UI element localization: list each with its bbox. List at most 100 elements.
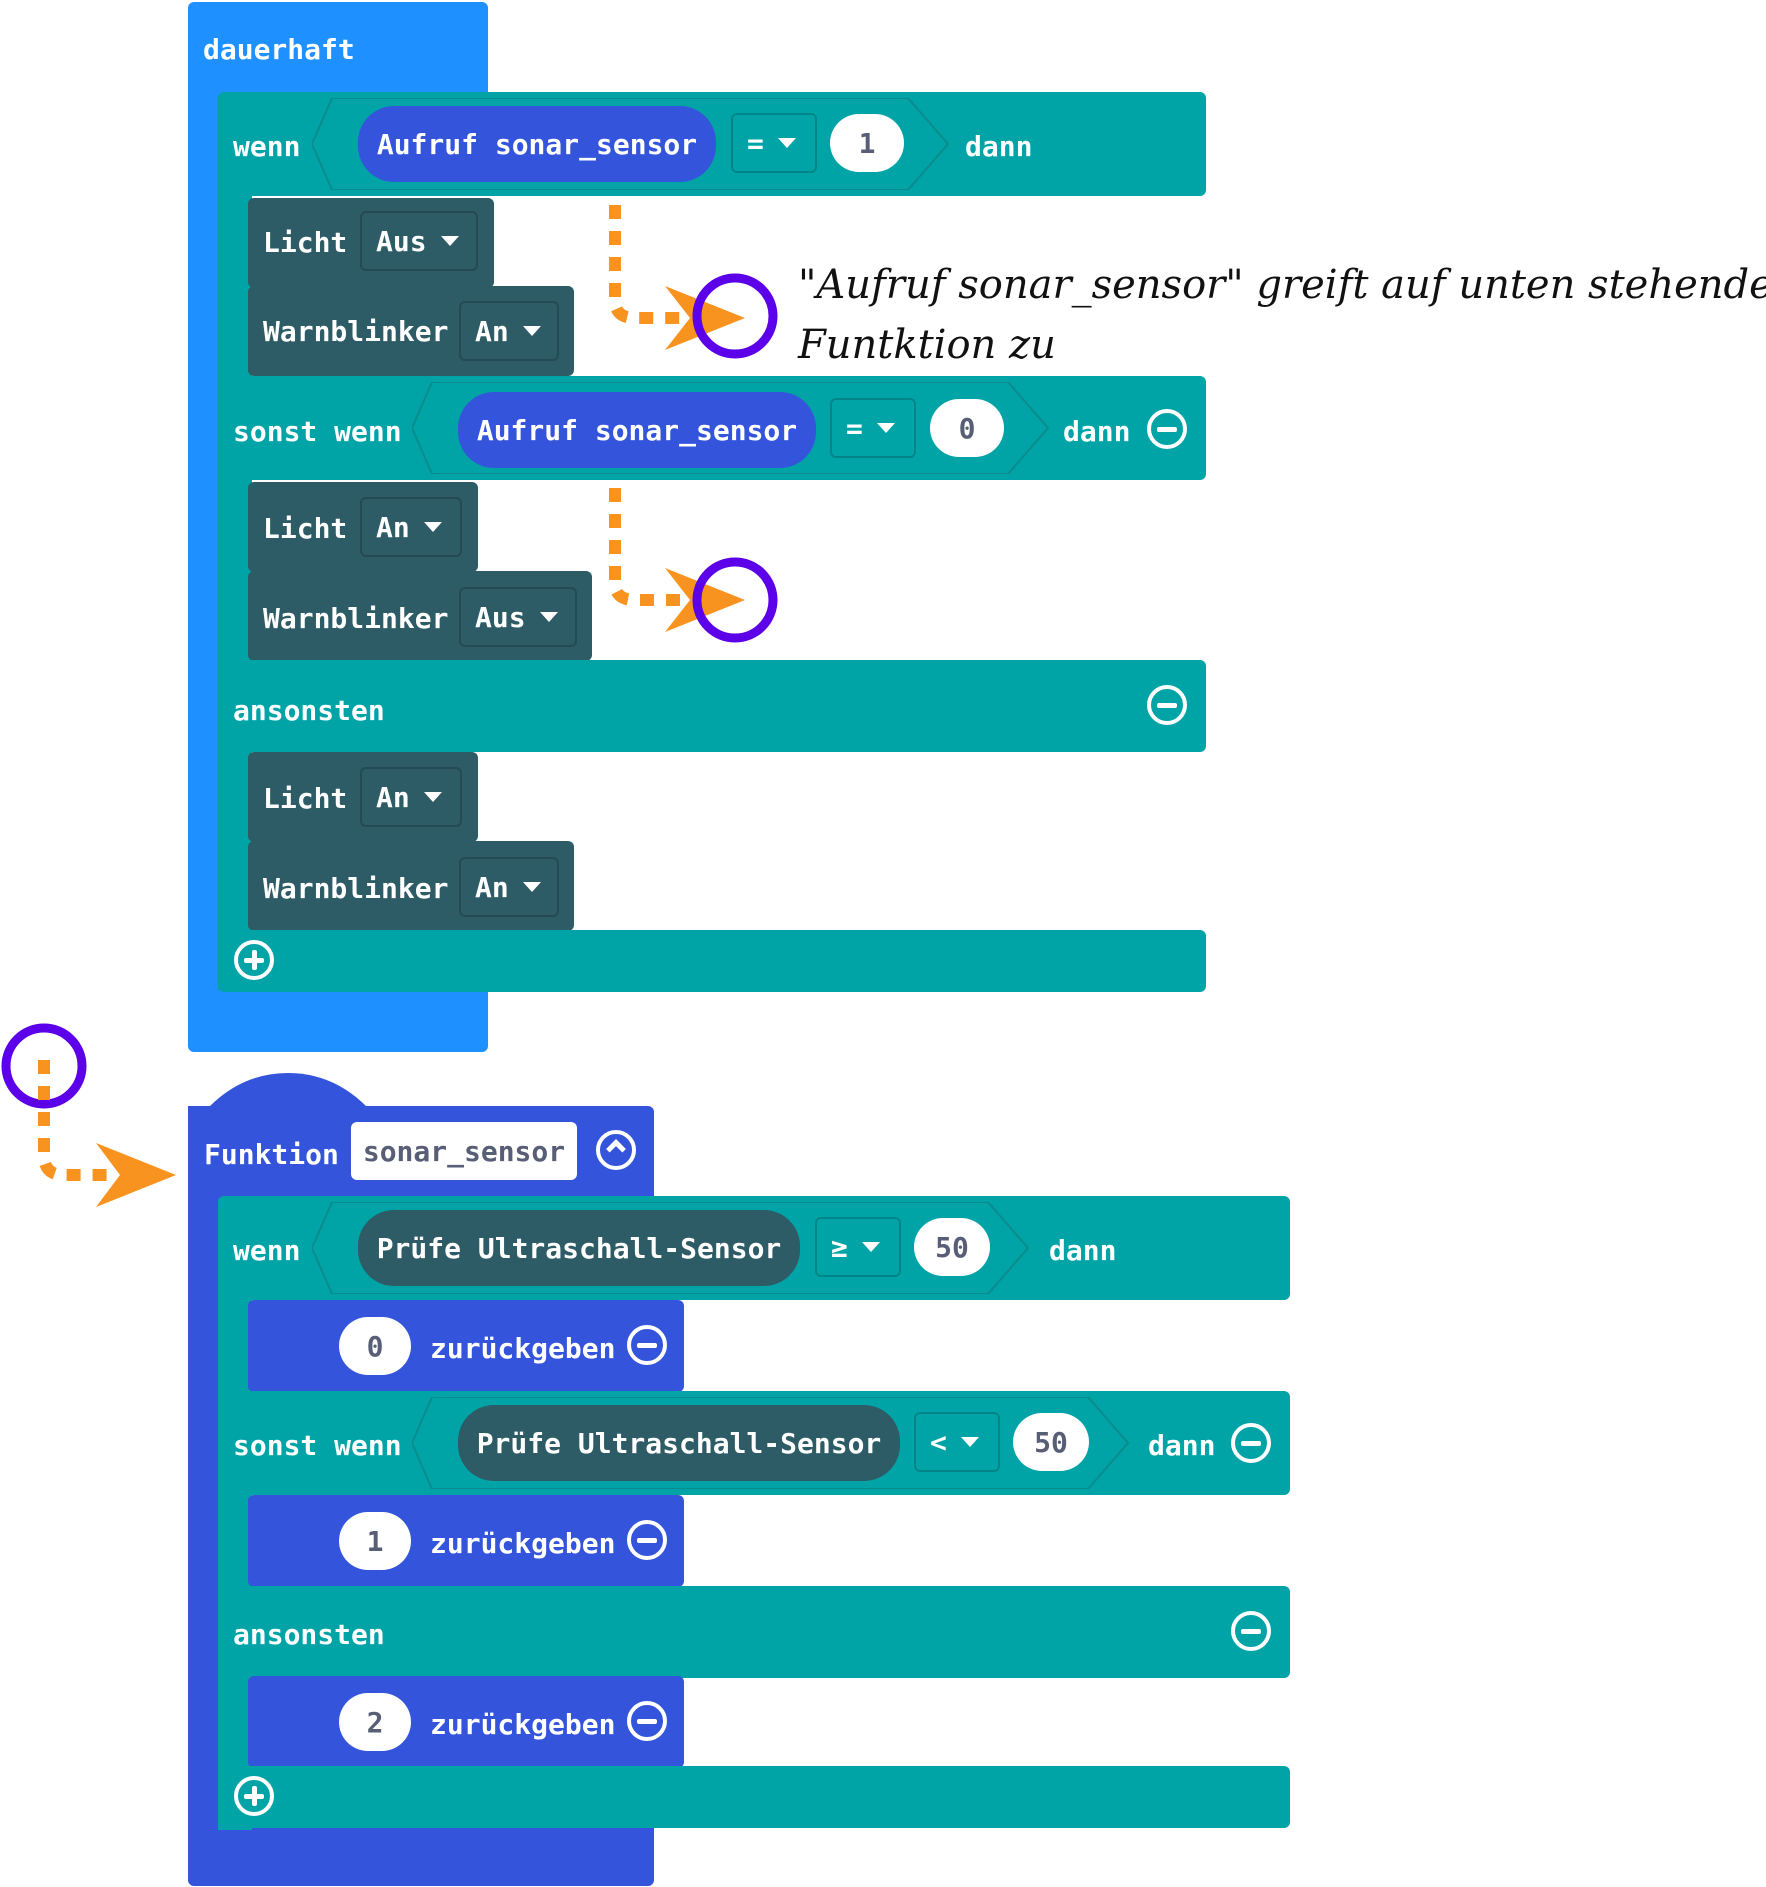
else-keyword: ansonsten — [233, 1618, 385, 1651]
if-keyword: wenn — [233, 130, 301, 163]
dotted-arrow-2 — [609, 488, 680, 606]
add-branch-icon[interactable] — [234, 940, 274, 980]
remove-branch-icon[interactable] — [1147, 685, 1187, 725]
operator-value: = — [747, 126, 764, 160]
chevron-down-icon — [423, 522, 442, 532]
return-value-input[interactable]: 1 — [339, 1512, 411, 1570]
then-keyword: dann — [1049, 1234, 1117, 1267]
if-block-left-arm — [218, 190, 252, 990]
remove-branch-icon[interactable] — [1147, 409, 1187, 449]
if-keyword: wenn — [233, 1234, 301, 1267]
return-value-input[interactable]: 2 — [339, 1693, 411, 1751]
chevron-down-icon — [522, 326, 541, 336]
number-input[interactable]: 50 — [1013, 1413, 1089, 1471]
call-sonar-sensor-reporter[interactable]: Aufruf sonar_sensor — [358, 106, 716, 182]
forever-label: dauerhaft — [203, 33, 355, 66]
target-circle-2 — [692, 557, 778, 643]
chevron-down-icon — [440, 236, 459, 246]
return-label: zurückgeben — [430, 1527, 616, 1560]
licht-value: An — [376, 510, 410, 544]
elseif-keyword: sonst wenn — [233, 415, 402, 448]
operator-dropdown[interactable]: = — [830, 398, 916, 458]
chevron-down-icon — [960, 1437, 979, 1447]
warnblinker-value: An — [475, 314, 509, 348]
return-label: zurückgeben — [430, 1708, 616, 1741]
function-keyword: Funktion — [204, 1138, 339, 1171]
add-branch-icon[interactable] — [234, 1776, 274, 1816]
function-if-left-arm — [218, 1290, 252, 1830]
licht-label: Licht — [263, 226, 348, 259]
arrowhead-1 — [665, 286, 745, 350]
chevron-down-icon — [861, 1242, 880, 1252]
return-block[interactable] — [248, 1676, 684, 1768]
annotation-line-2: Funtktion zu — [798, 322, 1056, 368]
licht-label: Licht — [263, 782, 348, 815]
licht-dropdown[interactable]: An — [360, 767, 462, 827]
chevron-down-icon — [539, 612, 558, 622]
remove-icon[interactable] — [627, 1325, 667, 1365]
function-bottom — [188, 1818, 654, 1886]
chevron-down-icon — [876, 423, 895, 433]
operator-dropdown[interactable]: < — [914, 1412, 1000, 1472]
then-keyword: dann — [965, 130, 1033, 163]
then-keyword: dann — [1063, 415, 1131, 448]
source-circle — [1, 1023, 87, 1109]
operator-dropdown[interactable]: = — [731, 113, 817, 173]
remove-branch-icon[interactable] — [1231, 1611, 1271, 1651]
number-input[interactable]: 50 — [914, 1218, 990, 1276]
chevron-down-icon — [522, 882, 541, 892]
operator-value: ≥ — [831, 1230, 848, 1264]
forever-block[interactable] — [188, 2, 488, 94]
warnblinker-block[interactable] — [248, 571, 592, 661]
check-ultrasonic-reporter[interactable]: Prüfe Ultraschall-Sensor — [358, 1210, 800, 1286]
licht-dropdown[interactable]: An — [360, 497, 462, 557]
operator-value: < — [930, 1425, 947, 1459]
return-block[interactable] — [248, 1495, 684, 1587]
number-input[interactable]: 1 — [830, 114, 904, 172]
check-ultrasonic-reporter[interactable]: Prüfe Ultraschall-Sensor — [458, 1405, 900, 1481]
target-circle-1 — [692, 273, 778, 359]
warnblinker-label: Warnblinker — [263, 872, 449, 905]
return-label: zurückgeben — [430, 1332, 616, 1365]
if-block-footer — [218, 930, 1206, 992]
call-sonar-sensor-reporter[interactable]: Aufruf sonar_sensor — [458, 392, 816, 468]
operator-value: = — [846, 411, 863, 445]
then-keyword: dann — [1148, 1429, 1216, 1462]
function-else-header[interactable] — [218, 1586, 1290, 1678]
function-if-footer — [218, 1766, 1290, 1828]
licht-label: Licht — [263, 512, 348, 545]
elseif-keyword: sonst wenn — [233, 1429, 402, 1462]
remove-branch-icon[interactable] — [1231, 1423, 1271, 1463]
return-value-input[interactable]: 0 — [339, 1317, 411, 1375]
warnblinker-block[interactable] — [248, 286, 574, 376]
remove-icon[interactable] — [627, 1701, 667, 1741]
dotted-arrow-3 — [38, 1060, 110, 1181]
else-header[interactable] — [218, 660, 1206, 752]
warnblinker-dropdown[interactable]: An — [459, 857, 559, 917]
annotation-line-1: "Aufruf sonar_sensor" greift auf unten s… — [798, 262, 1766, 308]
chevron-down-icon — [777, 138, 796, 148]
function-name-field[interactable]: sonar_sensor — [351, 1122, 577, 1180]
remove-icon[interactable] — [627, 1520, 667, 1560]
forever-bottom — [188, 990, 488, 1052]
return-block[interactable] — [248, 1300, 684, 1392]
warnblinker-value: Aus — [475, 600, 526, 634]
dotted-arrow-1 — [609, 205, 680, 324]
arrowhead-3 — [96, 1143, 176, 1207]
warnblinker-value: An — [475, 870, 509, 904]
number-input[interactable]: 0 — [930, 399, 1004, 457]
forever-left-arm — [188, 90, 220, 1015]
operator-dropdown[interactable]: ≥ — [815, 1217, 901, 1277]
licht-value: Aus — [376, 224, 427, 258]
collapse-icon[interactable] — [596, 1130, 636, 1170]
function-left-arm — [188, 1190, 222, 1850]
licht-dropdown[interactable]: Aus — [360, 211, 478, 271]
warnblinker-label: Warnblinker — [263, 315, 449, 348]
warnblinker-dropdown[interactable]: An — [459, 301, 559, 361]
chevron-down-icon — [423, 792, 442, 802]
arrowhead-2 — [665, 568, 745, 632]
warnblinker-block[interactable] — [248, 841, 574, 931]
licht-value: An — [376, 780, 410, 814]
warnblinker-dropdown[interactable]: Aus — [459, 587, 577, 647]
